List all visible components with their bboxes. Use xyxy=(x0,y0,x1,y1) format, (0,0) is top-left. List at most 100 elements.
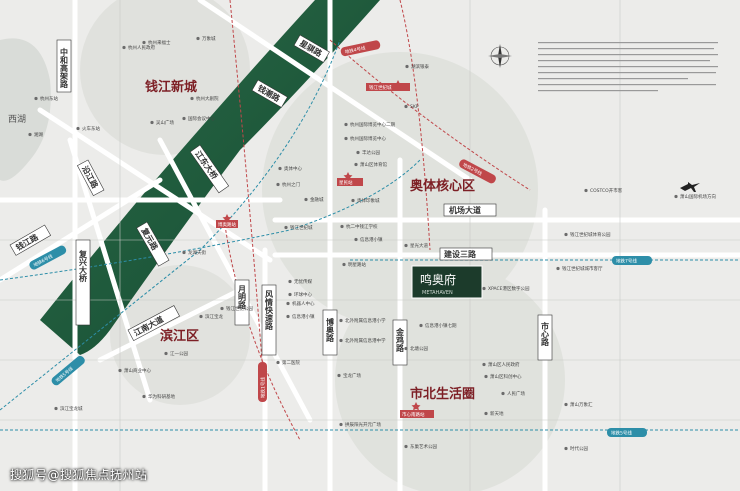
poi-dot-p31 xyxy=(182,250,186,255)
poi-dot-p1 xyxy=(142,40,146,45)
poi-dot-p38 xyxy=(339,338,343,343)
poi-label-p28: 宝龙广场 xyxy=(343,372,361,379)
poi-label-p2: 杭州人民政府 xyxy=(128,44,155,51)
metro-badge-5: 地铁5号线 xyxy=(611,430,632,437)
poi-dot-p2 xyxy=(122,45,126,50)
poi-label-p54: 湖滨银泰 xyxy=(411,63,429,70)
poi-dot-p36 xyxy=(404,104,408,109)
poi-dot-p50 xyxy=(484,411,488,416)
poi-dot-p46 xyxy=(118,368,122,373)
poi-label-p1: 杭州来福士 xyxy=(148,39,171,46)
poi-dot-p32 xyxy=(142,394,146,399)
poi-label-p10: 奥体中心 xyxy=(284,165,302,172)
poi-label-p18: 萧山国际机场方向 xyxy=(680,193,716,200)
road-label-zhonghe: 中和高架路 xyxy=(59,47,69,89)
poi-dot-p53 xyxy=(150,120,154,125)
airplane-icon xyxy=(680,182,700,192)
poi-label-p7: 杭州国际博览中心 xyxy=(350,135,386,142)
poi-dot-p13 xyxy=(304,197,308,202)
poi-label-p37: 北外附属信息港小学 xyxy=(345,317,386,324)
road-label-jinji: 金鸡路 xyxy=(395,327,405,353)
poi-dot-p25 xyxy=(501,391,505,396)
project-name-en: METAHAVEN xyxy=(422,290,453,296)
poi-dot-p45 xyxy=(76,126,80,131)
poi-label-p33: 滨江宝龙城 xyxy=(60,405,83,412)
poi-dot-p42 xyxy=(286,314,290,319)
road-labels: 中和高架路 复兴大桥 风情快速路 博奥路 金鸡路 市心路 机场大道 建设三路 月… xyxy=(9,34,553,366)
poi-label-p20: XPACE港区数字公园 xyxy=(488,285,530,292)
poi-dot-p21 xyxy=(419,323,423,328)
poi-label-p8: 丰达公园 xyxy=(362,149,380,156)
poi-label-p31: 龙湖天街 xyxy=(188,249,206,256)
poi-dot-p9 xyxy=(354,162,358,167)
poi-label-p45: 火车东站 xyxy=(82,125,100,132)
poi-dot-p23 xyxy=(482,362,486,367)
poi-label-p16: 星光大道 xyxy=(410,242,428,249)
project-name: 鸣奥府 xyxy=(420,272,456,287)
poi-dot-p14 xyxy=(340,224,344,229)
station-qianjiang-century: 钱江世纪城 xyxy=(369,84,392,91)
road-label-fengqing: 风情快速路 xyxy=(264,290,274,331)
poi-label-p24: 萧山万象汇 xyxy=(570,401,593,408)
disclaimer-lines xyxy=(538,42,718,92)
poi-dot-p6 xyxy=(344,122,348,127)
poi-dot-p18 xyxy=(674,194,678,199)
poi-dot-p11 xyxy=(351,198,355,203)
station-xingmin: 星民站 xyxy=(339,179,353,186)
poi-label-p48: 滨江宝龙 xyxy=(205,313,223,320)
poi-dot-p16 xyxy=(404,243,408,248)
poi-label-p9: 萧山区体育馆 xyxy=(360,161,387,168)
poi-dot-p33 xyxy=(54,406,58,411)
poi-label-p47: 明星路站 xyxy=(348,261,366,268)
poi-label-p23: 萧山区人民政府 xyxy=(488,361,520,368)
poi-label-p35: 环球中心 xyxy=(294,291,312,298)
poi-label-p5: 国际会议中心 xyxy=(188,115,215,122)
compass-icon xyxy=(488,44,512,68)
poi-label-p30: 江一公园 xyxy=(170,350,188,357)
poi-dot-p29 xyxy=(339,422,343,427)
poi-dot-p48 xyxy=(199,314,203,319)
poi-label-p22: 北塘公园 xyxy=(410,345,428,352)
poi-dot-p28 xyxy=(337,373,341,378)
poi-dot-p49 xyxy=(34,96,38,101)
poi-label-p53: 吴山广场 xyxy=(156,119,174,126)
poi-label-p40: 无忧传媒 xyxy=(294,278,312,285)
zone-label-shibei: 市北生活圈 xyxy=(410,386,475,402)
station-shixin-south: 市心南路站 xyxy=(402,411,425,418)
poi-label-p13: 金融城 xyxy=(310,196,324,203)
poi-dot-p5 xyxy=(182,116,186,121)
poi-label-p29: 拱辰阳光开元广场 xyxy=(345,421,381,428)
poi-label-p21: 信息港小镇七期 xyxy=(425,322,457,329)
poi-label-p44: 钱江世纪公园 xyxy=(226,305,253,312)
poi-dot-p43 xyxy=(484,374,488,379)
metro-badge-4: 地铁4号线 xyxy=(344,44,366,55)
poi-label-p17: 钱江世纪城体育公园 xyxy=(570,231,611,238)
road-label-jichang: 机场大道 xyxy=(449,205,481,215)
zone-label-aoti: 奥体核心区 xyxy=(410,178,475,194)
watermark: 搜狐号@搜狐焦点抚州站 xyxy=(10,468,148,482)
poi-dot-p19 xyxy=(584,188,588,193)
poi-dot-p12 xyxy=(276,182,280,187)
project-marker[interactable]: 鸣奥府 METAHAVEN xyxy=(411,265,483,299)
poi-dot-p47 xyxy=(342,262,346,267)
metro-badge-1: 地铁1号线 xyxy=(260,377,267,398)
west-lake-label: 西湖 xyxy=(8,114,26,125)
road-label-fuxing: 复兴大桥 xyxy=(78,249,88,283)
road-label-yueming: 月明路 xyxy=(237,285,247,310)
poi-dot-p34 xyxy=(556,266,560,271)
poi-dot-p22 xyxy=(404,346,408,351)
poi-dot-p7 xyxy=(344,136,348,141)
metro-badge-7: 地铁7号线 xyxy=(616,258,637,265)
poi-dot-p44 xyxy=(220,306,224,311)
road-label-boao: 博奥路 xyxy=(325,317,335,343)
poi-label-p26: 东巢艺术公园 xyxy=(410,443,437,450)
poi-label-p49: 杭州东站 xyxy=(40,95,58,102)
poi-layer: 杭州来福士杭州人民政府万象城杭州大剧院国际会议中心杭州国际博览中心二期杭州国际博… xyxy=(28,35,716,452)
poi-dot-p41 xyxy=(286,301,290,306)
west-lake xyxy=(0,38,51,181)
poi-label-p12: 杭州之门 xyxy=(282,181,300,188)
poi-dot-p17 xyxy=(564,232,568,237)
